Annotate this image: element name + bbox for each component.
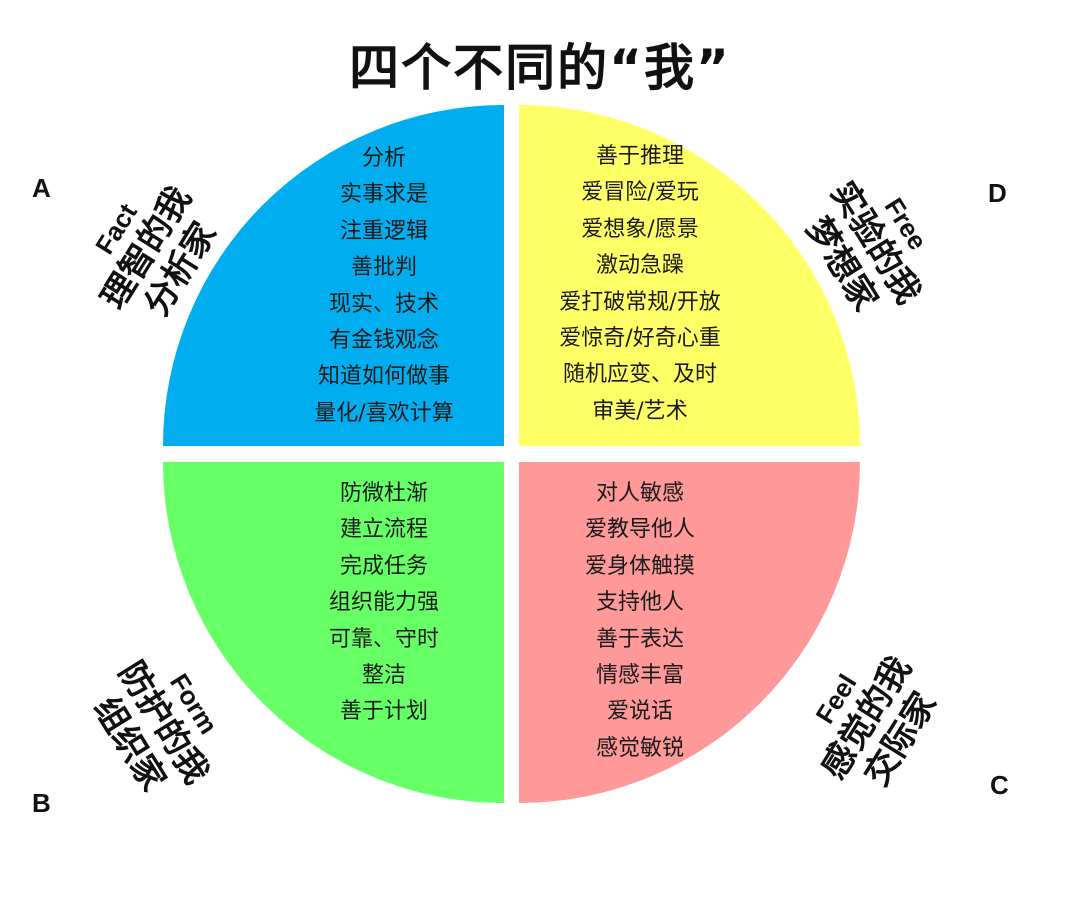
trait-item: 可靠、守时 xyxy=(328,626,439,652)
trait-item: 爱惊奇/好奇心重 xyxy=(559,326,721,352)
corner-letter-d: D xyxy=(988,178,1007,208)
trait-item: 完成任务 xyxy=(339,553,428,579)
trait-item: 防微杜渐 xyxy=(339,481,428,506)
quadrant-d-fill xyxy=(519,105,860,446)
trait-item: 善于推理 xyxy=(595,144,684,169)
quadrant-a-fill xyxy=(163,105,504,446)
corner-letter-b: B xyxy=(32,788,51,818)
corner-letter-c: C xyxy=(990,770,1009,800)
trait-item: 激动急躁 xyxy=(595,253,684,279)
trait-item: 善于表达 xyxy=(595,626,684,652)
trait-item: 有金钱观念 xyxy=(328,328,439,354)
trait-item: 爱身体触摸 xyxy=(584,553,695,579)
trait-item: 支持他人 xyxy=(595,590,684,616)
quadrant-b-traits: 防微杜渐建立流程完成任务组织能力强可靠、守时整洁善于计划 xyxy=(284,476,484,731)
trait-item: 组织能力强 xyxy=(328,590,439,616)
corner-letter-a: A xyxy=(32,173,51,203)
trait-item: 爱打破常规/开放 xyxy=(559,289,721,315)
trait-item: 现实、技术 xyxy=(328,291,439,317)
quadrant-c-fill xyxy=(519,462,860,803)
quadrant-d-traits: 善于推理爱冒险/爱玩爱想象/愿景激动急躁爱打破常规/开放爱惊奇/好奇心重随机应变… xyxy=(530,139,750,430)
trait-item: 注重逻辑 xyxy=(339,218,428,244)
trait-item: 情感丰富 xyxy=(595,663,684,689)
trait-item: 对人敏感 xyxy=(595,481,684,506)
trait-item: 爱冒险/爱玩 xyxy=(581,180,699,206)
quadrant-b-fill xyxy=(163,462,504,803)
trait-item: 整洁 xyxy=(361,663,406,689)
trait-item: 实事求是 xyxy=(339,182,428,208)
trait-item: 爱教导他人 xyxy=(584,517,695,543)
trait-item: 分析 xyxy=(361,146,406,171)
trait-item: 爱想象/愿景 xyxy=(581,216,699,242)
quadrant-a-traits: 分析实事求是注重逻辑善批判现实、技术有金钱观念知道如何做事量化/喜欢计算 xyxy=(284,141,484,432)
trait-item: 量化/喜欢计算 xyxy=(314,400,454,426)
quadrant-c-traits: 对人敏感爱教导他人爱身体触摸支持他人善于表达情感丰富爱说话感觉敏锐 xyxy=(530,476,750,767)
trait-item: 知道如何做事 xyxy=(317,364,450,390)
trait-item: 善于计划 xyxy=(339,699,428,725)
trait-item: 爱说话 xyxy=(606,699,673,725)
trait-item: 随机应变、及时 xyxy=(562,362,717,388)
trait-item: 善批判 xyxy=(350,255,417,281)
trait-item: 感觉敏锐 xyxy=(595,735,684,761)
trait-item: 建立流程 xyxy=(339,517,428,543)
diagram-title: 四个不同的“我” xyxy=(349,39,731,97)
trait-item: 审美/艺术 xyxy=(592,398,688,424)
